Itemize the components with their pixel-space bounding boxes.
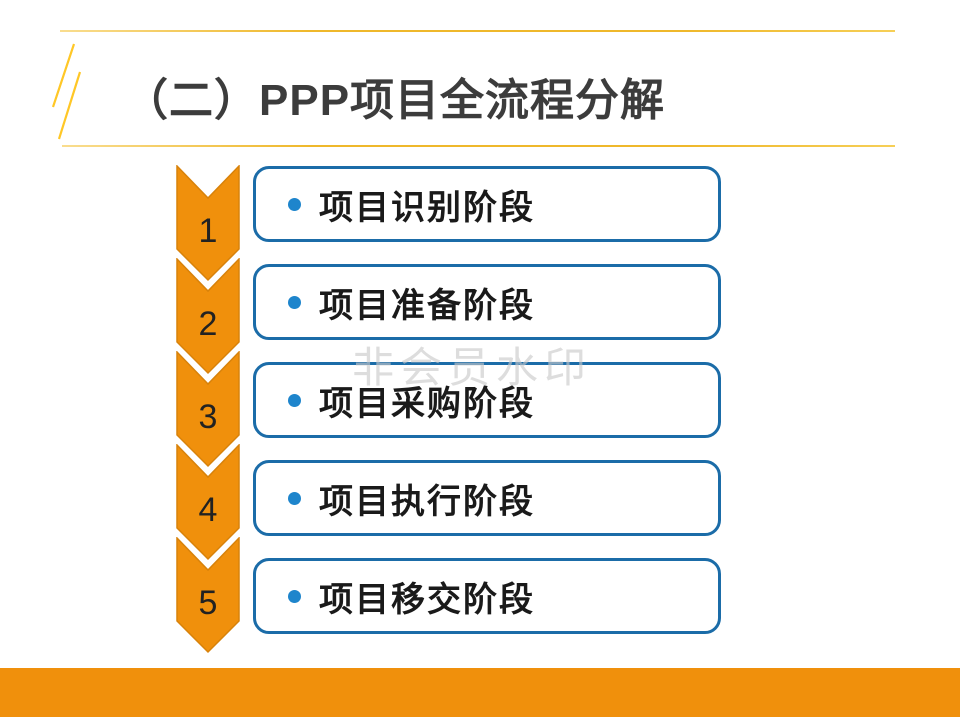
top-divider-line [60, 30, 895, 32]
stage-box-4: 项目执行阶段 [253, 460, 721, 536]
slide-title: （二）PPP项目全流程分解 [124, 76, 666, 125]
step-number-3: 3 [198, 398, 218, 436]
step-number-4: 4 [198, 491, 218, 529]
chevron-arrow-5: 5 [176, 537, 240, 654]
bullet-icon [288, 197, 301, 211]
stage-box-1: 项目识别阶段 [253, 166, 721, 242]
title-underline [62, 145, 895, 147]
bullet-icon [288, 393, 301, 407]
bullet-icon [288, 491, 301, 505]
bottom-orange-bar [0, 668, 960, 717]
chevron-down-icon [176, 351, 240, 468]
chevron-arrow-2: 2 [176, 258, 240, 375]
stage-box-2: 项目准备阶段 [253, 264, 721, 340]
stage-label-5: 项目移交阶段 [319, 580, 535, 619]
step-number-2: 2 [198, 305, 218, 343]
chevron-arrow-3: 3 [176, 351, 240, 468]
chevron-down-icon [176, 444, 240, 561]
bullet-icon [288, 589, 301, 603]
stage-label-3: 项目采购阶段 [319, 384, 535, 423]
bullet-icon [288, 295, 301, 309]
stage-label-2: 项目准备阶段 [319, 286, 535, 325]
chevron-down-icon [176, 165, 240, 282]
step-number-1: 1 [198, 212, 218, 250]
chevron-arrow-1: 1 [176, 165, 240, 282]
stage-label-4: 项目执行阶段 [319, 482, 535, 521]
stage-box-5: 项目移交阶段 [253, 558, 721, 634]
chevron-down-icon [176, 258, 240, 375]
stage-label-1: 项目识别阶段 [319, 188, 535, 227]
stage-box-3: 项目采购阶段 [253, 362, 721, 438]
chevron-arrow-4: 4 [176, 444, 240, 561]
decorative-slashes-icon [51, 43, 82, 140]
step-number-5: 5 [198, 584, 218, 622]
chevron-down-icon [176, 537, 240, 654]
